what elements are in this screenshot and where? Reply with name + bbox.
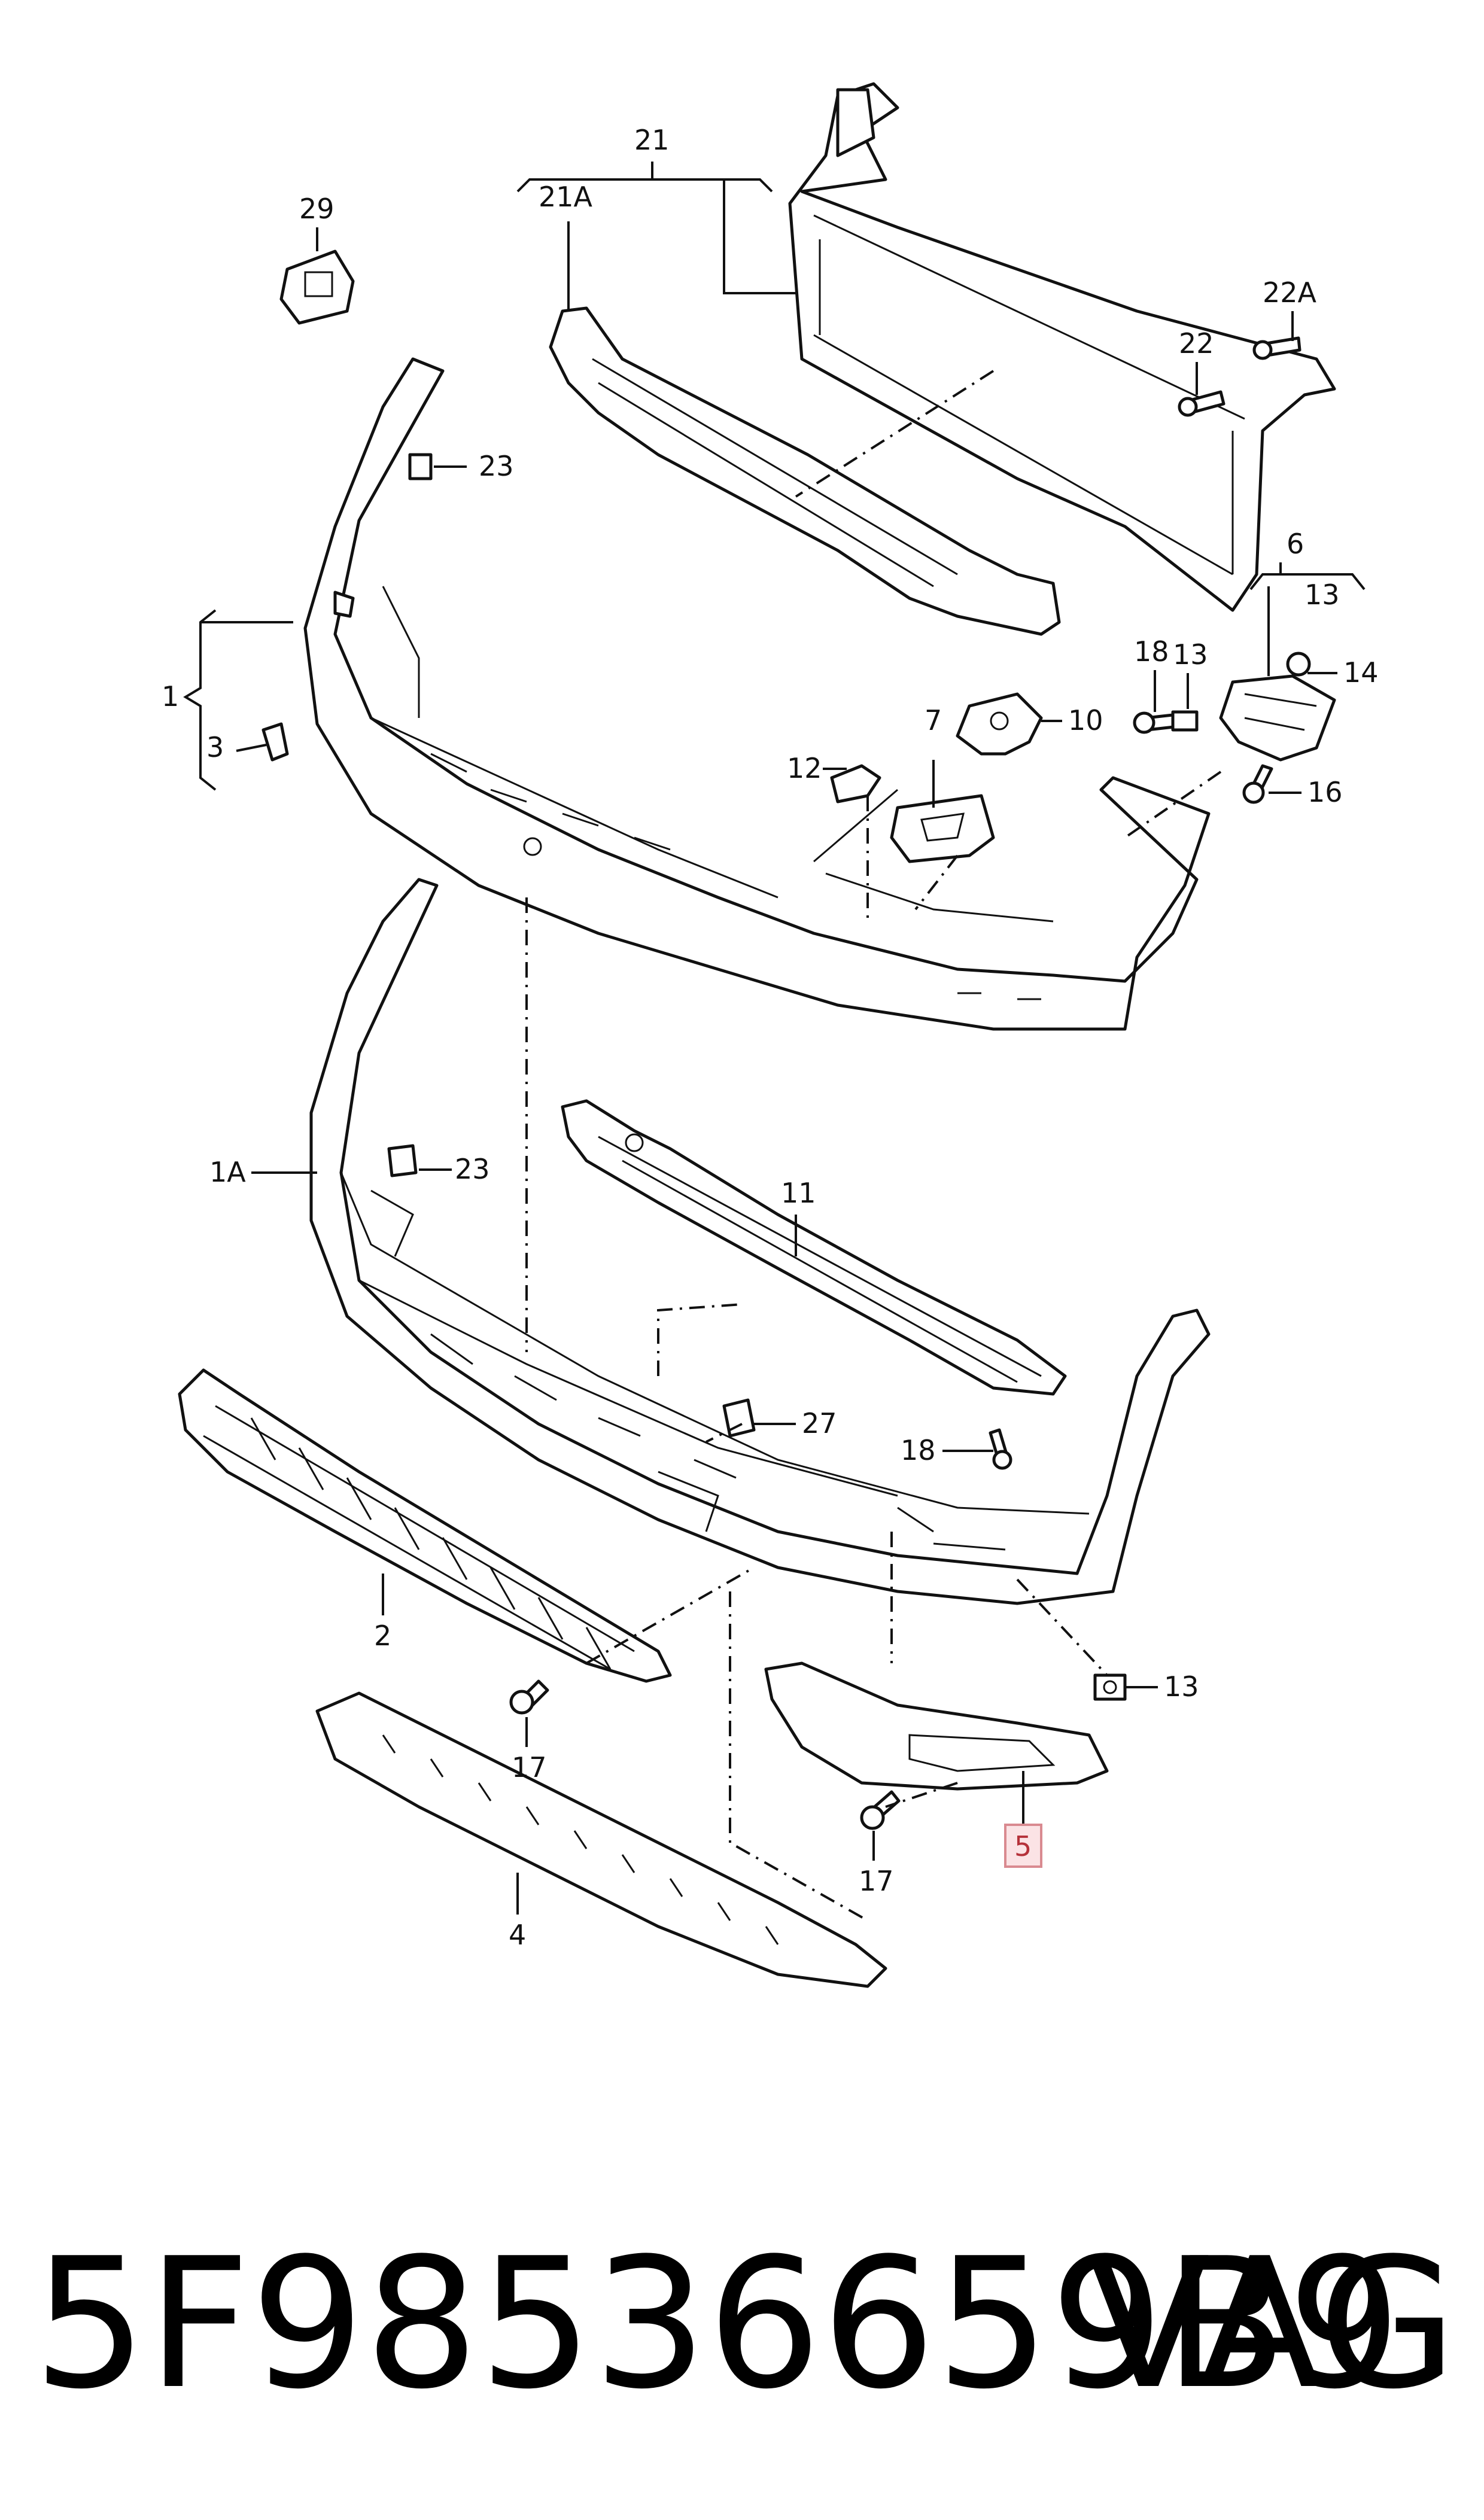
spoiler-part-4 — [315, 1691, 887, 1988]
grille-part-2 — [178, 1368, 672, 1683]
callout-21A: 21A — [539, 181, 593, 213]
callout-1A: 1A — [209, 1156, 246, 1188]
bumper-cover-part-1A — [309, 878, 1211, 1605]
screw-part-18-lower — [989, 1428, 1012, 1470]
callout-17-right: 17 — [859, 1865, 894, 1897]
screw-part-17-left — [509, 1679, 549, 1715]
callout-2: 2 — [374, 1620, 391, 1652]
callout-22: 22 — [1179, 327, 1214, 360]
callout-13-upper: 13 — [1173, 638, 1208, 671]
callout-13-bracket: 13 — [1304, 579, 1340, 611]
callout-11: 11 — [781, 1177, 816, 1209]
screw-part-22 — [1178, 390, 1225, 417]
callout-4: 4 — [509, 1919, 526, 1951]
callout-6: 6 — [1287, 528, 1304, 560]
callout-5: 5 — [1014, 1830, 1032, 1862]
callout-labels: 21 21A 29 22A 22 23 6 13 18 13 14 1 7 10… — [162, 124, 1379, 1951]
cover-frame-part-7 — [890, 794, 995, 863]
guide-bracket-part-6 — [1219, 652, 1336, 762]
callout-14: 14 — [1343, 656, 1379, 689]
bracket-part-3 — [261, 722, 289, 762]
impact-bar-part-21 — [549, 82, 1336, 636]
nut-part-13-lower — [1093, 1673, 1127, 1701]
clip-part-23-lower — [387, 1144, 418, 1177]
callout-23-upper: 23 — [479, 450, 514, 482]
tow-eye-cap-part-12 — [830, 764, 881, 804]
bumper-cover-part-1 — [303, 357, 1211, 1031]
nut-part-13-upper — [1171, 710, 1199, 732]
guide-profile-part-11 — [561, 1099, 1067, 1396]
callout-1: 1 — [162, 680, 179, 713]
part-number: 5F98536659B9 — [33, 2220, 1402, 2428]
callout-22A: 22A — [1263, 276, 1317, 309]
screw-part-16 — [1242, 764, 1273, 804]
bracket-part-10 — [956, 692, 1043, 756]
screw-part-17-right — [860, 1790, 901, 1830]
callout-27: 27 — [802, 1407, 837, 1439]
callout-18-upper: 18 — [1134, 635, 1169, 668]
sensor-holder-part-29 — [279, 249, 355, 325]
callout-16: 16 — [1307, 776, 1343, 808]
side-grille-part-5 — [764, 1661, 1109, 1791]
callout-18-lower: 18 — [901, 1434, 936, 1466]
callout-12: 12 — [787, 752, 822, 784]
screw-part-18-upper — [1133, 711, 1176, 734]
callout-10: 10 — [1068, 704, 1103, 736]
brand-label: VAG — [1087, 2220, 1457, 2428]
callout-13-lower: 13 — [1164, 1670, 1199, 1703]
screw-part-22a — [1252, 336, 1301, 360]
clip-part-27 — [722, 1398, 756, 1438]
callout-21: 21 — [634, 124, 670, 156]
clip-part-23-upper — [408, 453, 433, 480]
callout-5-highlight-box — [1004, 1824, 1042, 1868]
callout-3: 3 — [206, 731, 224, 763]
callout-17-left: 17 — [512, 1751, 547, 1784]
assembly-lines — [525, 370, 1222, 1922]
leader-lines — [183, 162, 1366, 1915]
callout-23-lower: 23 — [455, 1153, 490, 1185]
callout-7: 7 — [925, 704, 942, 736]
callout-29: 29 — [299, 193, 334, 225]
